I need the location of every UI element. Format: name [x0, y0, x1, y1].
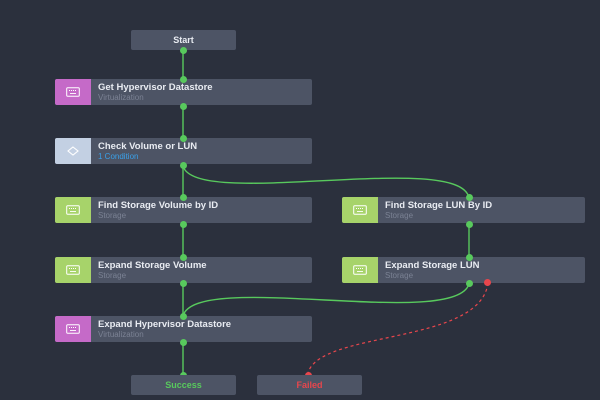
node-title: Expand Hypervisor Datastore [98, 319, 232, 330]
input-port[interactable] [180, 135, 187, 142]
node-category: Storage [98, 271, 127, 280]
node-category: Storage [385, 271, 414, 280]
keyboard-icon [342, 197, 378, 223]
node-expand-storage-lun[interactable]: Expand Storage LUN Storage [342, 257, 585, 283]
node-expand-hypervisor-datastore[interactable]: Expand Hypervisor Datastore Virtualizati… [55, 316, 312, 342]
wire-expand-lun-to-hv-expand [182, 283, 470, 317]
output-port[interactable] [466, 221, 473, 228]
output-port[interactable] [180, 162, 187, 169]
node-find-storage-lun-by-id[interactable]: Find Storage LUN By ID Storage [342, 197, 585, 223]
failure-output-port[interactable] [484, 279, 491, 286]
success-output-port[interactable] [466, 280, 473, 287]
failed-label: Failed [296, 380, 323, 390]
keyboard-icon [342, 257, 378, 283]
wire-expand-lun-to-failed [307, 282, 489, 374]
output-port[interactable] [180, 221, 187, 228]
input-port[interactable] [180, 194, 187, 201]
node-category: Storage [385, 211, 414, 220]
start-node[interactable]: Start [131, 30, 236, 50]
input-port[interactable] [466, 254, 473, 261]
diamond-condition-icon [55, 138, 91, 164]
input-port[interactable] [180, 254, 187, 261]
success-end-node[interactable]: Success [131, 375, 236, 395]
keyboard-icon [55, 79, 91, 105]
node-category: Virtualization [98, 93, 144, 102]
node-category: Virtualization [98, 330, 144, 339]
output-port[interactable] [180, 339, 187, 346]
start-label: Start [173, 35, 194, 45]
start-output-port[interactable] [180, 47, 187, 54]
success-label: Success [165, 380, 202, 390]
keyboard-icon [55, 197, 91, 223]
condition-count-link[interactable]: 1 Condition [98, 152, 139, 161]
node-title: Find Storage LUN By ID [385, 200, 493, 211]
keyboard-icon [55, 316, 91, 342]
output-port[interactable] [180, 103, 187, 110]
input-port[interactable] [180, 76, 187, 83]
node-title: Check Volume or LUN [98, 141, 198, 152]
failed-end-node[interactable]: Failed [257, 375, 362, 395]
wire-check-to-find-lun [182, 165, 470, 199]
node-title: Get Hypervisor Datastore [98, 82, 213, 93]
node-title: Expand Storage Volume [98, 260, 207, 271]
input-port[interactable] [180, 313, 187, 320]
keyboard-icon [55, 257, 91, 283]
node-get-hypervisor-datastore[interactable]: Get Hypervisor Datastore Virtualization [55, 79, 312, 105]
node-find-storage-volume-by-id[interactable]: Find Storage Volume by ID Storage [55, 197, 312, 223]
output-port[interactable] [180, 280, 187, 287]
input-port[interactable] [466, 194, 473, 201]
node-title: Find Storage Volume by ID [98, 200, 219, 211]
node-title: Expand Storage LUN [385, 260, 480, 271]
node-category: Storage [98, 211, 127, 220]
node-check-volume-or-lun[interactable]: Check Volume or LUN 1 Condition [55, 138, 312, 164]
node-expand-storage-volume[interactable]: Expand Storage Volume Storage [55, 257, 312, 283]
